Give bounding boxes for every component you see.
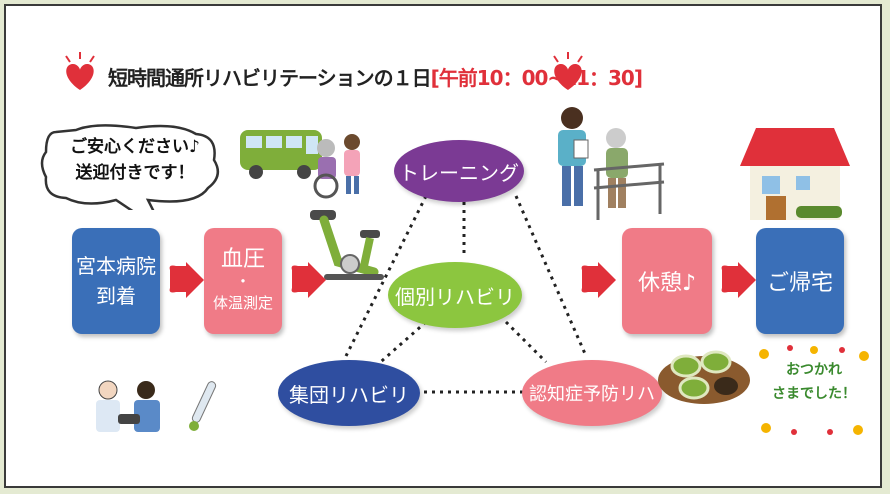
arrow-right-icon [291, 262, 326, 298]
heart-icon [553, 52, 583, 90]
arrow-right-icon [581, 262, 616, 298]
heart-icon [65, 52, 95, 90]
walking-rehab-icon [558, 107, 665, 220]
step-rest: 休憩♪ [622, 228, 712, 334]
activity-dementia: 認知症予防リハ [522, 360, 662, 426]
speech-bubble [40, 124, 220, 210]
step-vitals: 血圧 ・ 体温測定 [204, 228, 282, 334]
flower-decoration [759, 345, 869, 435]
activity-individual: 個別リハビリ [388, 262, 522, 328]
house-icon [740, 128, 850, 220]
page-title: 短時間通所リハビリテーションの１日[午前10：00~11：30] [108, 66, 643, 90]
wheelchair-icon [313, 134, 360, 199]
exercise-bike-icon [310, 210, 384, 280]
tea-tray-icon [658, 350, 750, 404]
step-home: ご帰宅 [756, 228, 844, 334]
arrow-right-icon [169, 262, 204, 298]
time-range: [午前10：00~11：30] [430, 66, 643, 90]
thermometer-icon [189, 381, 217, 431]
bus-icon [240, 130, 322, 179]
activity-training: トレーニング [394, 140, 524, 202]
arrow-right-icon [721, 262, 756, 298]
otsukare-message: おつかれ さまでした！ [772, 362, 856, 402]
activity-group: 集団リハビリ [278, 360, 420, 426]
blood-pressure-icon [96, 380, 160, 432]
dotted-connectors [344, 195, 588, 394]
bubble-text: ご安心ください♪ 送迎付きです！ [70, 137, 200, 183]
frame: 短時間通所リハビリテーションの１日[午前10：00~11：30] ご安心ください… [4, 4, 882, 488]
step-arrival: 宮本病院 到着 [72, 228, 160, 334]
